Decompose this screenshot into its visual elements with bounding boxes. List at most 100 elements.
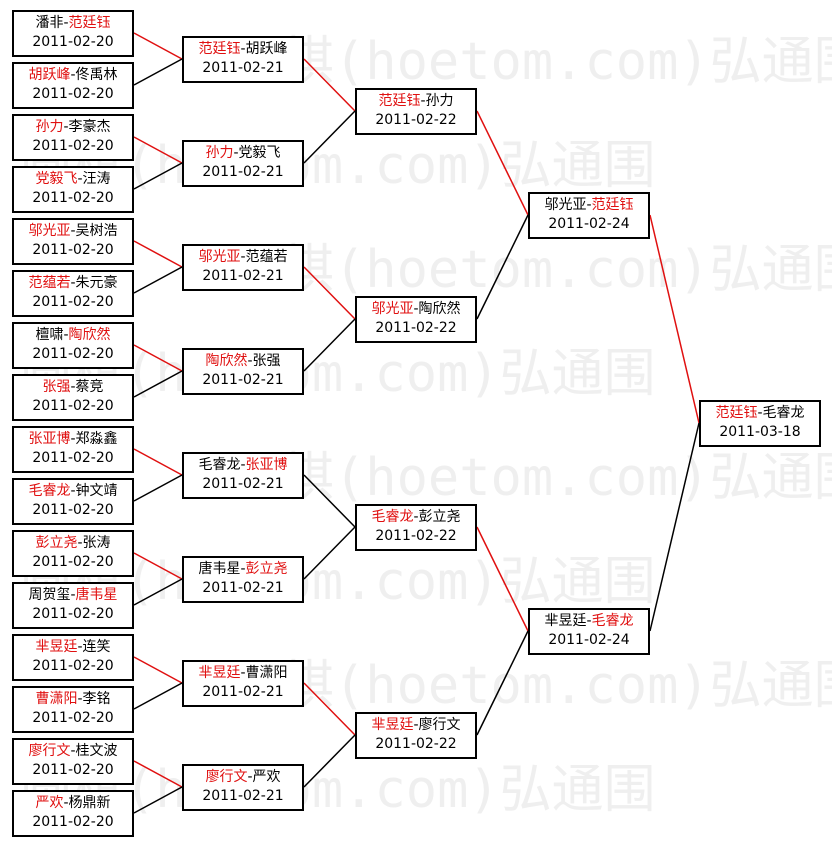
- player-name: 严欢: [252, 768, 281, 785]
- player-name: 曹潇阳: [35, 690, 78, 707]
- player-name: 陶欣然: [205, 352, 248, 369]
- match-date: 2011-02-20: [32, 241, 114, 258]
- player-name: 毛睿龙: [28, 482, 71, 499]
- match-date: 2011-02-20: [32, 137, 114, 154]
- match-date: 2011-02-20: [32, 761, 114, 778]
- bracket-connector: [133, 682, 183, 710]
- bracket-connector: [303, 682, 356, 736]
- player-name: 芈昱廷: [371, 716, 414, 733]
- player-name: 廖行文: [418, 716, 461, 733]
- match-date: 2011-02-20: [32, 293, 114, 310]
- player-name: 周贺玺: [28, 586, 71, 603]
- player-name: 张强: [42, 378, 71, 395]
- match-date: 2011-02-21: [202, 579, 284, 596]
- match-date: 2011-02-20: [32, 657, 114, 674]
- watermark-text: 圆棋(hoetom.com)弘通围: [230, 240, 832, 300]
- match-date: 2011-02-20: [32, 33, 114, 50]
- bracket-connector: [476, 526, 529, 632]
- player-name: 范廷钰: [591, 196, 634, 213]
- bracket-connector: [133, 58, 183, 86]
- match-date: 2011-02-21: [202, 787, 284, 804]
- bracket-connector: [133, 552, 183, 580]
- player-name: 毛睿龙: [371, 508, 414, 525]
- player-name: 连笑: [82, 638, 111, 655]
- player-name: 汪涛: [82, 170, 111, 187]
- player-name: 范蕴若: [245, 248, 288, 265]
- player-name: 桂文波: [75, 742, 118, 759]
- player-name: 吴树浩: [75, 222, 118, 239]
- player-name: 胡跃峰: [245, 40, 288, 57]
- player-name: 佟禹林: [75, 66, 118, 83]
- player-name: 杨鼎新: [68, 794, 111, 811]
- player-name: 胡跃峰: [28, 66, 71, 83]
- player-name: 张亚博: [245, 456, 288, 473]
- player-name: 毛睿龙: [198, 456, 241, 473]
- match-date: 2011-02-20: [32, 397, 114, 414]
- match-date: 2011-02-21: [202, 59, 284, 76]
- match-date: 2011-02-20: [32, 709, 114, 726]
- player-name: 张涛: [82, 534, 111, 551]
- player-name: 张亚博: [28, 430, 71, 447]
- player-name: 彭立尧: [418, 508, 461, 525]
- player-name: 毛睿龙: [762, 404, 805, 421]
- player-name: 芈昱廷: [544, 612, 587, 629]
- match-date: 2011-02-21: [202, 163, 284, 180]
- player-name: 郑淼鑫: [75, 430, 118, 447]
- player-name: 曹潇阳: [245, 664, 288, 681]
- match-date: 2011-02-24: [548, 631, 630, 648]
- bracket-connector: [133, 162, 183, 190]
- player-name: 孙力: [205, 144, 234, 161]
- match-date: 2011-02-24: [548, 215, 630, 232]
- match-date: 2011-02-20: [32, 553, 114, 570]
- bracket-connector: [133, 578, 183, 606]
- bracket-connector: [649, 422, 700, 632]
- bracket-connector: [303, 734, 356, 788]
- bracket-connector: [476, 214, 529, 320]
- player-name: 唐韦星: [75, 586, 118, 603]
- player-name: 邬光亚: [371, 300, 414, 317]
- match-date: 2011-02-21: [202, 475, 284, 492]
- bracket-connector: [133, 344, 183, 372]
- bracket-connector: [133, 474, 183, 502]
- player-name: 张强: [252, 352, 281, 369]
- bracket-connector: [476, 110, 529, 216]
- player-name: 潘非: [35, 14, 64, 31]
- bracket-connector: [133, 448, 183, 476]
- bracket-connector: [133, 32, 183, 60]
- player-name: 钟文靖: [75, 482, 118, 499]
- match-date: 2011-02-20: [32, 449, 114, 466]
- player-name: 李豪杰: [68, 118, 111, 135]
- bracket-connector: [133, 656, 183, 684]
- player-name: 廖行文: [205, 768, 248, 785]
- bracket-connector: [649, 214, 700, 424]
- bracket-connector: [303, 526, 356, 580]
- player-name: 邬光亚: [28, 222, 71, 239]
- player-name: 党毅飞: [35, 170, 78, 187]
- match-date: 2011-02-20: [32, 501, 114, 518]
- match-date: 2011-02-22: [375, 319, 457, 336]
- bracket-connector: [303, 318, 356, 372]
